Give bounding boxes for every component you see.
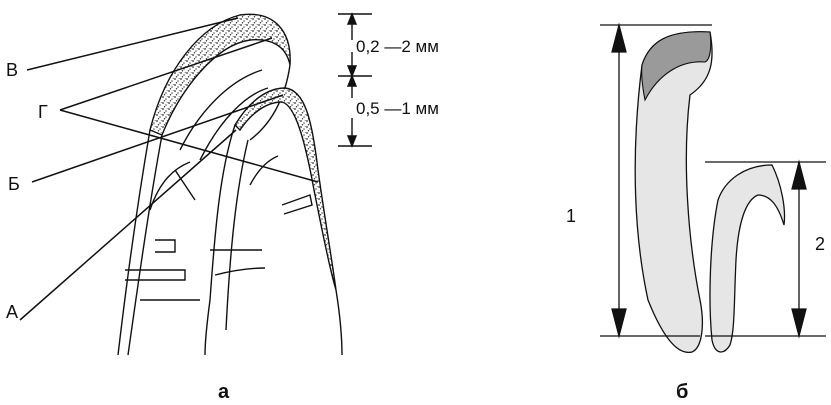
figure-b: 1 2 б xyxy=(566,25,826,403)
tooth-b-small xyxy=(710,165,785,352)
dimension-lower: 0,5 —1 мм xyxy=(356,99,439,118)
dimension-label-2: 2 xyxy=(815,234,825,254)
tooth-a-right xyxy=(205,88,342,355)
leader-a xyxy=(20,130,236,320)
dimension-upper: 0,2 —2 мм xyxy=(356,37,439,56)
callout-v: В xyxy=(6,60,18,80)
callout-g: Г xyxy=(38,102,48,122)
figure-a: В Г Б А 0,2 —2 мм 0,5 —1 мм а xyxy=(6,14,439,403)
callout-a: А xyxy=(6,302,18,322)
enamel-cap-right xyxy=(235,88,336,290)
tooth-a-right-outline xyxy=(205,125,235,355)
callout-b: Б xyxy=(8,174,20,194)
tooth-a-left-outline xyxy=(118,130,150,355)
figure-a-label: а xyxy=(218,381,230,403)
leader-lines xyxy=(20,18,318,320)
dimension-markers-a xyxy=(338,14,372,146)
tooth-a-left xyxy=(118,14,290,355)
dimension-label-1: 1 xyxy=(566,206,576,226)
figure-b-label: б xyxy=(676,381,688,403)
